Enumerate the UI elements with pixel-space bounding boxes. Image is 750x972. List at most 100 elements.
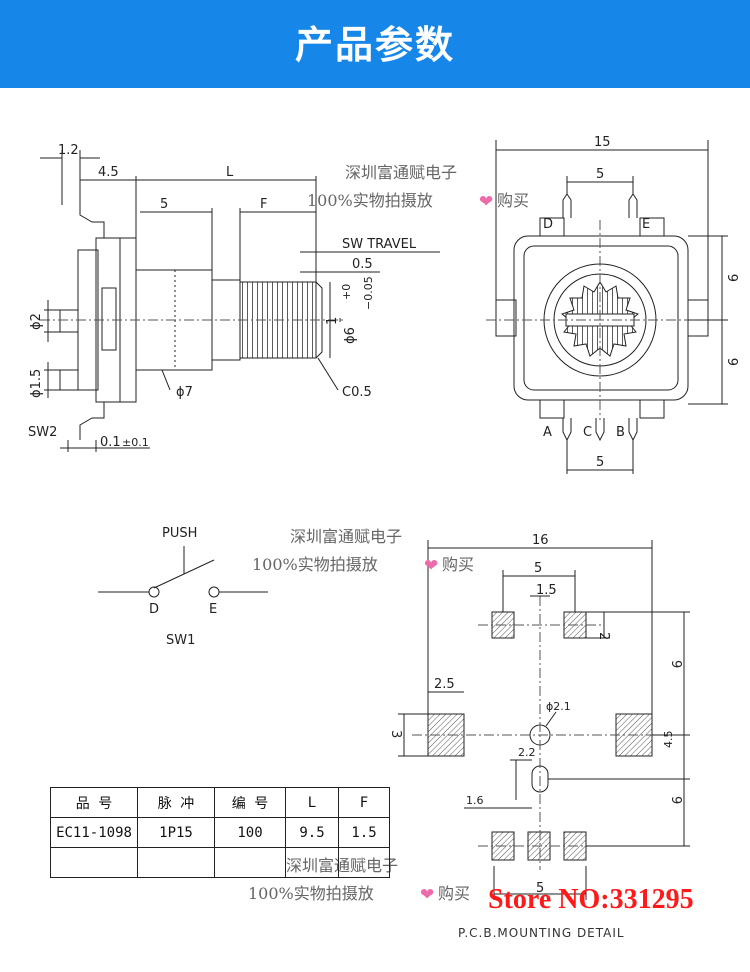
cell-L: 9.5 bbox=[285, 817, 339, 848]
pin-label-e: E bbox=[642, 217, 650, 232]
watermark-line2-end: 购买 bbox=[442, 555, 474, 574]
pcb-labels: 16 5 1.5 2 9 2.5 3 ϕ2.1 2.2 4.5 1.6 9 5 bbox=[388, 533, 683, 896]
dim-F: F bbox=[260, 197, 267, 212]
switch-labels: PUSH D E SW1 bbox=[149, 526, 217, 648]
heart-icon: ❤ bbox=[424, 556, 438, 576]
slot bbox=[101, 287, 117, 351]
heart-icon: ❤ bbox=[479, 192, 493, 212]
header-cell: 编 号 bbox=[214, 787, 286, 818]
dim-5-pcb: 5 bbox=[534, 561, 542, 576]
dim-1-5-pcb: 1.5 bbox=[536, 583, 557, 598]
header-cell: 品 号 bbox=[50, 787, 138, 818]
dim-9-lower: 9 bbox=[668, 796, 683, 804]
dim-1: 1 bbox=[325, 317, 340, 325]
top-lug bbox=[79, 195, 105, 238]
header-cell: F bbox=[338, 787, 390, 818]
switch-schematic bbox=[98, 546, 268, 598]
watermark-line1: 深圳富通赋电子 bbox=[290, 527, 402, 546]
top-left-lug bbox=[539, 217, 565, 237]
cell-code: 100 bbox=[214, 817, 286, 848]
table-header-row: 品 号 脉 冲 编 号 L F bbox=[50, 787, 390, 818]
dim-2-5: 2.5 bbox=[434, 677, 455, 692]
dim-L: L bbox=[226, 165, 234, 180]
pin-lower bbox=[59, 369, 79, 391]
cell-empty bbox=[285, 847, 339, 878]
watermark-line1: 深圳富通赋电子 bbox=[345, 163, 457, 182]
front-view-labels: 15 5 6 6 5 D E A C B bbox=[543, 135, 742, 470]
dim-4-5: 4.5 bbox=[98, 165, 119, 180]
right-tab bbox=[687, 299, 709, 337]
dim-phi2-1: ϕ2.1 bbox=[546, 700, 571, 713]
dim-c0-5: C0.5 bbox=[342, 385, 372, 400]
dim-0-1-tol: ±0.1 bbox=[122, 436, 149, 449]
dim-0-1: 0.1 bbox=[100, 435, 121, 450]
tol-lower: −0.05 bbox=[362, 276, 375, 310]
page-title: 产品参数 bbox=[294, 23, 455, 67]
store-number: Store NO:331295 bbox=[488, 884, 694, 915]
dim-5-pcb-bottom: 5 bbox=[536, 881, 544, 896]
switch-name: SW1 bbox=[166, 633, 195, 648]
pin-label-a: A bbox=[543, 425, 552, 440]
dim-1-6: 1.6 bbox=[466, 794, 484, 807]
contact-e bbox=[208, 586, 220, 598]
cell-empty bbox=[137, 847, 215, 878]
switch-pin-d: D bbox=[149, 602, 159, 617]
header-banner: 产品参数 bbox=[0, 0, 750, 88]
watermark-line2-end: 购买 bbox=[497, 191, 529, 210]
dim-5-bottom: 5 bbox=[596, 455, 604, 470]
table-row: EC11-1098 1P15 100 9.5 1.5 bbox=[50, 817, 390, 848]
dim-5-top: 5 bbox=[596, 167, 604, 182]
push-label: PUSH bbox=[162, 526, 197, 541]
side-view bbox=[40, 150, 440, 452]
cell-empty bbox=[214, 847, 286, 878]
dim-4-5-pcb: 4.5 bbox=[662, 731, 675, 749]
dim-phi7: ϕ7 bbox=[176, 385, 193, 400]
dim-6-lower: 6 bbox=[727, 358, 742, 366]
pcb-mounting-title: P.C.B.MOUNTING DETAIL bbox=[458, 926, 625, 940]
tol-upper: +0 bbox=[340, 284, 353, 300]
table-row bbox=[50, 847, 390, 878]
cell-F: 1.5 bbox=[338, 817, 390, 848]
dim-2-pcb: 2 bbox=[596, 632, 611, 640]
heart-icon: ❤ bbox=[420, 885, 434, 905]
sw2-label: SW2 bbox=[28, 425, 57, 440]
left-tab bbox=[495, 299, 517, 337]
side-view-labels: 1.2 4.5 L 5 F SW TRAVEL 0.5 ϕ2 ϕ1.5 ϕ7 ϕ… bbox=[28, 143, 417, 450]
dim-1-2: 1.2 bbox=[58, 143, 79, 158]
pin-label-d: D bbox=[543, 217, 553, 232]
watermark-line2: 100%实物拍摄放 bbox=[252, 555, 378, 574]
cell-pulse: 1P15 bbox=[137, 817, 215, 848]
bottom-lug bbox=[79, 402, 105, 440]
sw-travel-label: SW TRAVEL bbox=[342, 237, 417, 252]
cell-part-no: EC11-1098 bbox=[50, 817, 138, 848]
watermark-line2: 100%实物拍摄放 bbox=[307, 191, 433, 210]
dim-3-pcb: 3 bbox=[388, 730, 403, 738]
pin-label-c: C bbox=[583, 425, 592, 440]
dim-phi1-5: ϕ1.5 bbox=[29, 369, 44, 398]
switch-pin-e: E bbox=[209, 602, 217, 617]
dim-16: 16 bbox=[532, 533, 549, 548]
dim-2-2: 2.2 bbox=[518, 746, 536, 759]
pin-label-b: B bbox=[616, 425, 625, 440]
dim-9-upper: 9 bbox=[668, 660, 683, 668]
spec-table: 品 号 脉 冲 编 号 L F EC11-1098 1P15 100 9.5 1… bbox=[50, 787, 390, 878]
header-cell: 脉 冲 bbox=[137, 787, 215, 818]
dim-phi6: ϕ6 bbox=[343, 327, 358, 344]
top-right-lug bbox=[639, 217, 665, 237]
front-view bbox=[486, 140, 728, 474]
watermark-1: 深圳富通赋电子 100%实物拍摄放 ❤ 购买 bbox=[307, 163, 529, 212]
dim-phi2: ϕ2 bbox=[29, 313, 44, 330]
watermark-2: 深圳富通赋电子 100%实物拍摄放 ❤ 购买 bbox=[252, 527, 474, 576]
cell-empty bbox=[338, 847, 390, 878]
pin-upper bbox=[59, 309, 79, 333]
dim-5-side: 5 bbox=[160, 197, 168, 212]
watermark-line2: 100%实物拍摄放 bbox=[248, 884, 374, 903]
pcb-footprint bbox=[398, 540, 690, 900]
contact-d bbox=[148, 586, 160, 598]
dim-6-upper: 6 bbox=[727, 274, 742, 282]
dim-0-5: 0.5 bbox=[352, 257, 373, 272]
header-cell: L bbox=[285, 787, 339, 818]
watermark-line2-end: 购买 bbox=[438, 884, 470, 903]
dim-15: 15 bbox=[594, 135, 611, 150]
cell-empty bbox=[50, 847, 138, 878]
